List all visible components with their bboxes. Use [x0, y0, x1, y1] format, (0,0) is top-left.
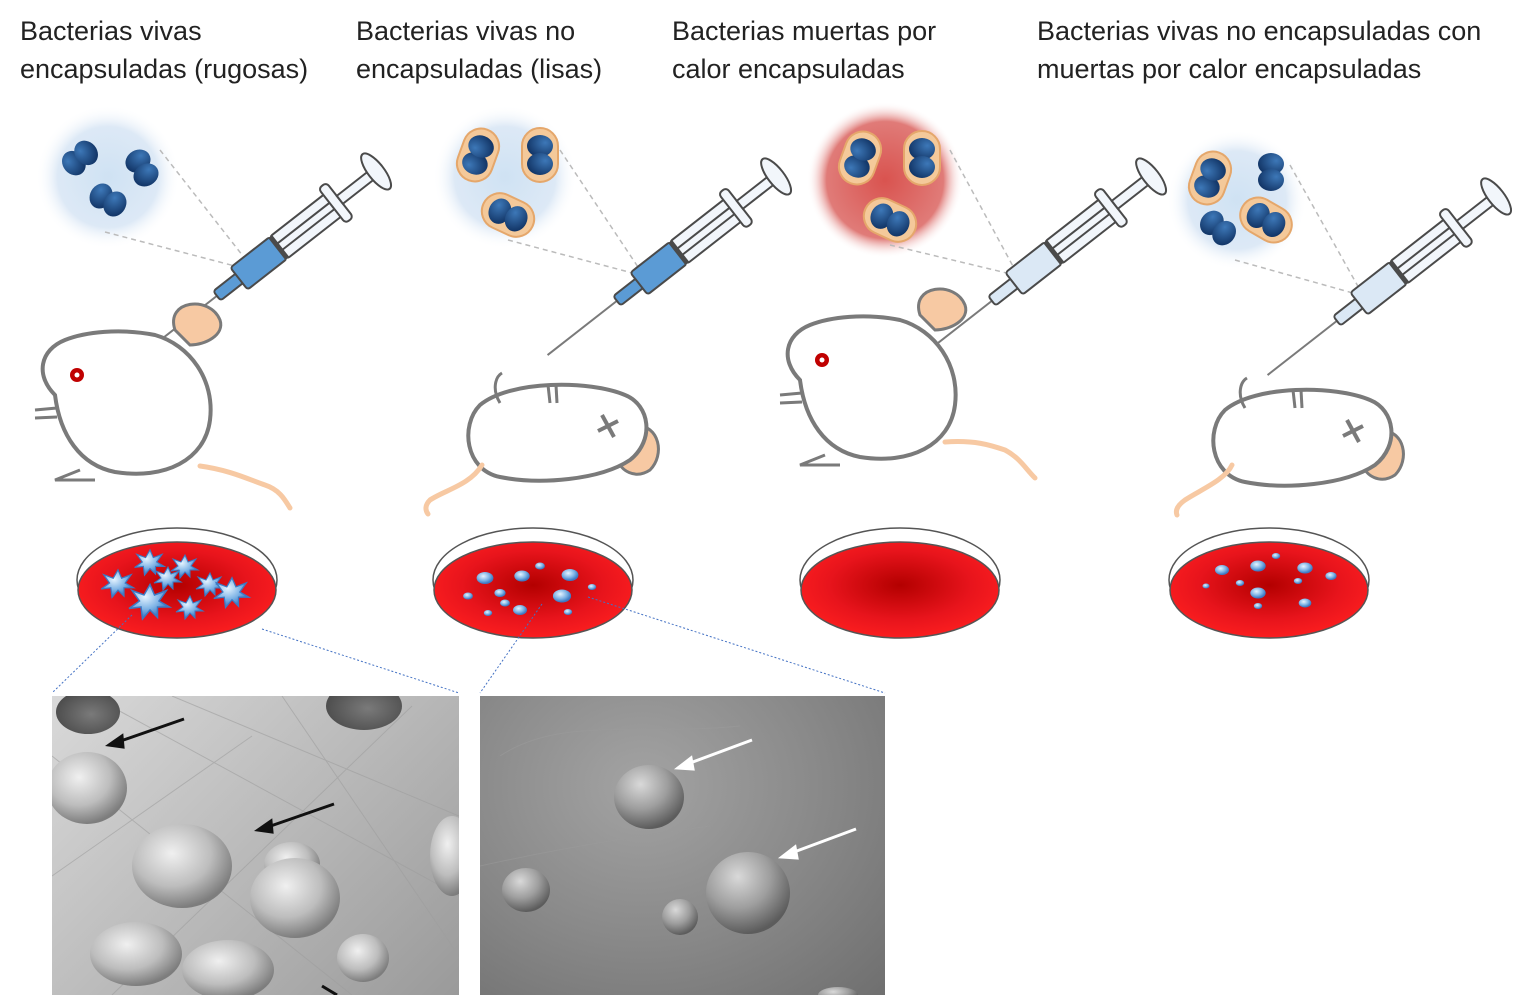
panel-3-title: Bacterias muertas por calor encapsuladas — [672, 12, 936, 88]
panel-4-title-line1: Bacterias vivas no encapsuladas con — [1037, 16, 1482, 46]
petri-dish-icon — [799, 527, 1001, 639]
capsulated-bacteria-icon — [521, 127, 559, 183]
petri-dish-icon — [1168, 527, 1370, 639]
panel-4-title: Bacterias vivas no encapsuladas con muer… — [1037, 12, 1481, 88]
panel-4-title-line2: muertas por calor encapsuladas — [1037, 54, 1422, 84]
rough-colonies-photo — [52, 696, 459, 995]
panel-2-title-line2: encapsuladas (lisas) — [356, 54, 603, 84]
panel-2-title: Bacterias vivas no encapsuladas (lisas) — [356, 12, 602, 88]
panel-3-title-line1: Bacterias muertas por — [672, 16, 937, 46]
panel-3-title-line2: calor encapsuladas — [672, 54, 905, 84]
bacteria-halo-icon — [36, 105, 180, 249]
panel-1-title-line1: Bacterias vivas — [20, 16, 202, 46]
dead-mouse-icon — [466, 371, 661, 483]
dead-mouse-icon — [1211, 376, 1406, 488]
panel-3-illustration — [778, 102, 1172, 639]
panel-1-title-line2: encapsuladas (rugosas) — [20, 54, 309, 84]
panel-1-title: Bacterias vivas encapsuladas (rugosas) — [20, 12, 308, 88]
petri-dish-icon — [432, 527, 634, 639]
panel-1-illustration — [33, 105, 397, 639]
panel-4-illustration — [1167, 130, 1517, 639]
arrow-icon — [105, 717, 338, 995]
panel-2-illustration — [423, 105, 797, 639]
smooth-colonies-photo — [480, 696, 885, 995]
arrow-icon — [673, 738, 857, 860]
mouse-icon — [33, 301, 223, 482]
mouse-icon — [778, 286, 968, 467]
capsulated-bacteria-icon — [903, 130, 941, 186]
panel-2-title-line1: Bacterias vivas no — [356, 16, 576, 46]
bacteria-halo-icon — [1167, 130, 1307, 270]
